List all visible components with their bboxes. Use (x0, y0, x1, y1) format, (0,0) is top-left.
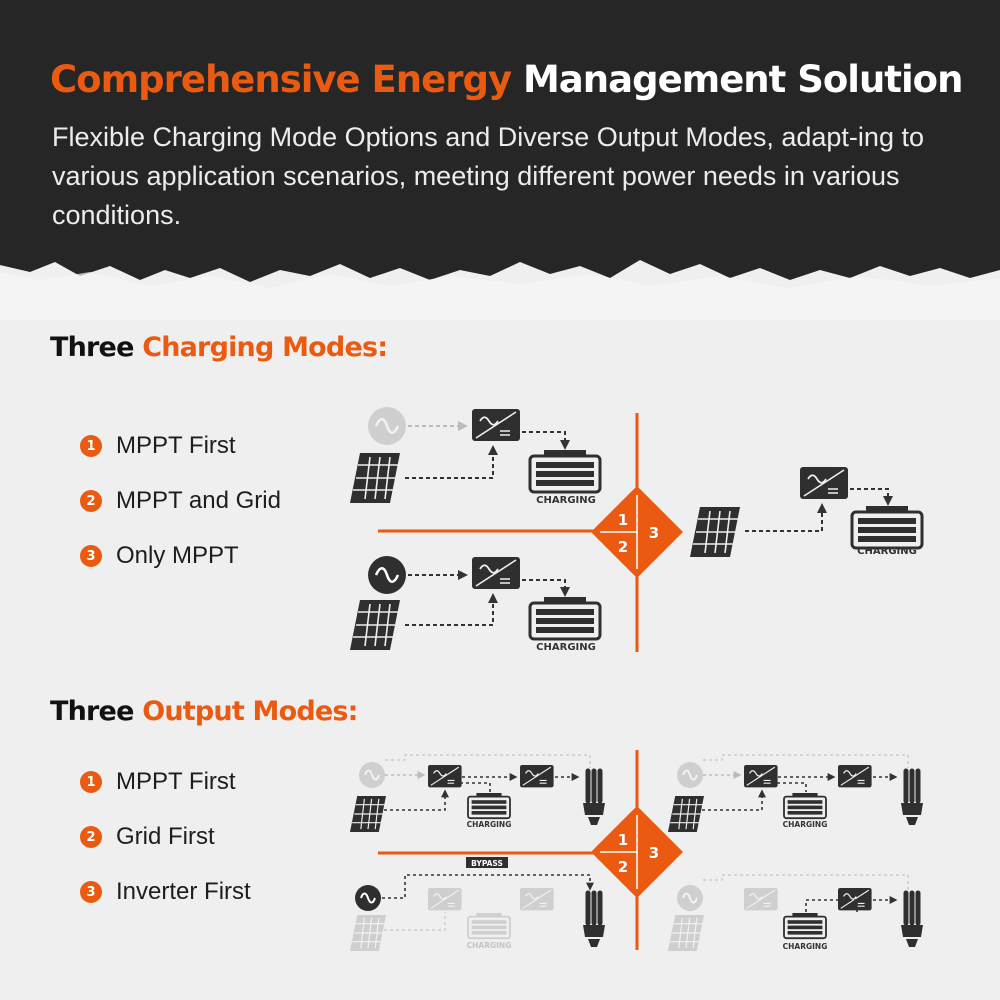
charging-label: CHARGING (783, 942, 828, 951)
diamond-number: 2 (618, 538, 628, 556)
grid-ac-icon (354, 884, 382, 912)
inverter-icon (471, 408, 521, 442)
output-mode-diamond: 1 2 3 (591, 806, 683, 898)
battery-icon (783, 792, 827, 820)
inverter-icon (743, 887, 779, 912)
charging-diagram-only-mppt: CHARGING (689, 466, 924, 558)
charging-label: CHARGING (536, 642, 596, 653)
battery-icon (528, 595, 602, 641)
mode-label: MPPT First (116, 432, 236, 459)
light-bulb-icon (901, 893, 923, 947)
charging-mode-item: 1 MPPT First (80, 431, 236, 461)
inverter-icon (519, 887, 555, 912)
inverter-icon (743, 764, 779, 789)
mode-label: Only MPPT (116, 542, 239, 569)
output-diagram-grid-first: BYPASS CHARGING (349, 857, 605, 952)
charging-mode-diamond: 1 2 3 (591, 486, 683, 578)
charging-heading: Three Charging Modes: (50, 332, 388, 363)
battery-icon (528, 448, 602, 494)
mode-label: MPPT First (116, 768, 236, 795)
mode-number-badge: 3 (80, 545, 102, 567)
charging-label: CHARGING (857, 546, 917, 557)
mode-label: MPPT and Grid (116, 487, 281, 514)
header-banner (0, 0, 1000, 300)
light-bulb-icon (583, 771, 605, 825)
inverter-icon (799, 466, 849, 500)
output-mode-item: 1 MPPT First (80, 767, 236, 797)
page-subtitle: Flexible Charging Mode Options and Diver… (52, 122, 924, 230)
charging-mode-item: 2 MPPT and Grid (80, 486, 281, 516)
title-rest: Management Solution (522, 58, 963, 101)
inverter-icon (471, 556, 521, 590)
grid-ac-icon (676, 884, 704, 912)
inverter-icon (427, 764, 463, 789)
output-heading-prefix: Three (50, 696, 134, 727)
solar-panel-icon (349, 914, 387, 952)
grid-ac-icon (358, 761, 386, 789)
mode-number-badge: 1 (80, 435, 102, 457)
solar-panel-icon (689, 506, 741, 558)
battery-icon (467, 912, 511, 940)
diamond-number: 2 (618, 858, 628, 876)
light-bulb-icon (901, 771, 923, 825)
mode-number-badge: 3 (80, 881, 102, 903)
light-bulb-icon (583, 893, 605, 947)
bypass-label: BYPASS (471, 859, 503, 868)
inverter-icon (519, 764, 555, 789)
solar-panel-icon (667, 795, 705, 833)
page-title: Comprehensive Energy Management Solution (50, 58, 963, 101)
output-heading: Three Output Modes: (50, 696, 358, 727)
output-mode-item: 2 Grid First (80, 822, 215, 852)
battery-icon (850, 504, 924, 550)
grid-ac-icon (366, 554, 408, 596)
charging-label: CHARGING (536, 495, 596, 506)
output-diagram-right-bottom: CHARGING (667, 874, 923, 952)
solar-panel-icon (667, 914, 705, 952)
inverter-icon (427, 887, 463, 912)
diamond-number: 1 (618, 831, 628, 849)
solar-panel-icon (349, 795, 387, 833)
mode-label: Inverter First (116, 878, 251, 905)
output-heading-accent: Output Modes: (142, 696, 358, 727)
solar-panel-icon (349, 599, 401, 651)
charging-heading-prefix: Three (50, 332, 134, 363)
mode-number-badge: 2 (80, 490, 102, 512)
grid-ac-icon (676, 761, 704, 789)
charging-label: CHARGING (467, 941, 512, 950)
mode-number-badge: 2 (80, 826, 102, 848)
battery-icon (467, 792, 511, 820)
charging-diagram-mppt-and-grid: CHARGING (349, 554, 602, 653)
diamond-number: 1 (618, 511, 628, 529)
output-diagram-mppt-first: CHARGING (349, 754, 605, 833)
output-diagram-right-top: CHARGING (667, 754, 923, 833)
torn-paper-edge (0, 260, 1000, 320)
mode-label: Grid First (116, 823, 215, 850)
solar-panel-icon (349, 452, 401, 504)
charging-label: CHARGING (467, 820, 512, 829)
diamond-number: 3 (649, 524, 659, 542)
title-accent: Comprehensive Energy (50, 58, 512, 101)
charging-diagram-mppt-first: CHARGING (349, 405, 602, 506)
inverter-icon (837, 764, 873, 789)
battery-icon (783, 912, 827, 940)
grid-ac-icon (366, 405, 408, 447)
charging-mode-item: 3 Only MPPT (80, 541, 239, 571)
bypass-tag (466, 857, 508, 868)
charging-heading-accent: Charging Modes: (142, 332, 388, 363)
mode-number-badge: 1 (80, 771, 102, 793)
charging-label: CHARGING (783, 820, 828, 829)
output-mode-item: 3 Inverter First (80, 877, 251, 907)
diamond-number: 3 (649, 844, 659, 862)
